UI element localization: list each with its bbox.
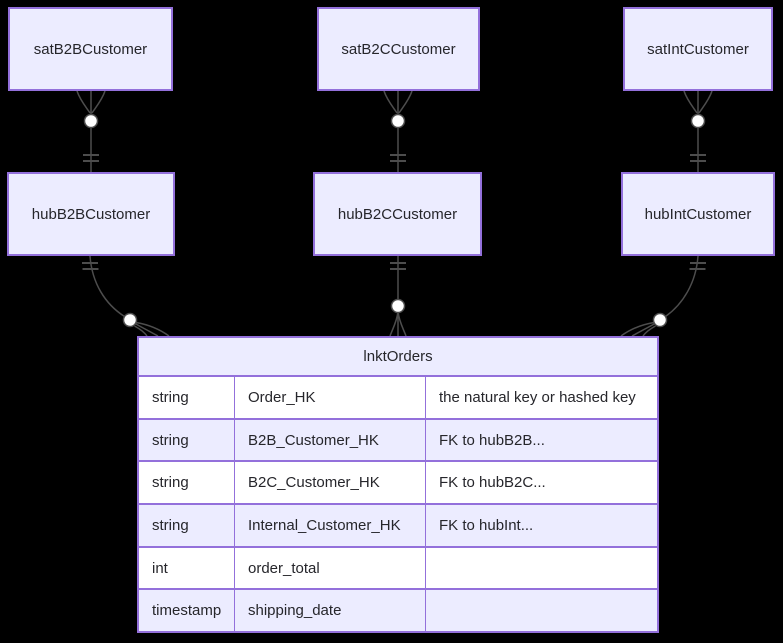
entity-label: hubIntCustomer: [644, 205, 752, 223]
cell-attribute-name: B2B_Customer_HK: [235, 419, 426, 461]
entity-title: lnktOrders: [363, 348, 433, 365]
cell-attribute-type: string: [139, 377, 235, 418]
table-row: timestamp shipping_date: [139, 590, 657, 632]
cell-attribute-type: timestamp: [139, 590, 235, 632]
cell-attribute-name: Internal_Customer_HK: [235, 505, 426, 546]
cell-attribute-comment: FK to hubInt...: [439, 516, 534, 534]
entity-label: hubB2CCustomer: [337, 205, 458, 223]
cell-attribute-name: Order_HK: [235, 377, 426, 418]
table-row: string Order_HK the natural key or hashe…: [139, 377, 657, 420]
entity-label: satB2BCustomer: [33, 40, 148, 58]
edge-hubB2C-satB2C: [383, 90, 413, 172]
entity-hubIntCustomer: hubIntCustomer: [621, 172, 775, 256]
edge-hubB2B-lnktOrders: [82, 255, 170, 337]
cell-attribute-type: string: [139, 419, 235, 461]
entity-satIntCustomer: satIntCustomer: [623, 7, 773, 91]
edge-hubInt-satInt: [683, 90, 713, 172]
entity-hubB2CCustomer: hubB2CCustomer: [313, 172, 482, 256]
table-row: string B2B_Customer_HK FK to hubB2B...: [139, 419, 657, 463]
table-row: int order_total: [139, 547, 657, 591]
cell-attribute-comment: FK to hubB2B...: [439, 431, 545, 449]
entity-lnktOrders: lnktOrders string Order_HK the natural k…: [137, 336, 659, 633]
cell-attribute-name: order_total: [235, 547, 426, 589]
entity-hubB2BCustomer: hubB2BCustomer: [7, 172, 175, 256]
cell-attribute-type: string: [139, 462, 235, 504]
entity-label: hubB2BCustomer: [31, 205, 151, 223]
cell-attribute-comment: [426, 548, 657, 589]
table-row: string B2C_Customer_HK FK to hubB2C...: [139, 462, 657, 506]
edge-hubB2B-satB2B: [76, 90, 106, 172]
entity-satB2CCustomer: satB2CCustomer: [317, 7, 480, 91]
cell-attribute-name: shipping_date: [235, 590, 426, 632]
cell-attribute-comment: FK to hubB2C...: [439, 474, 546, 492]
cell-attribute-comment: the natural key or hashed key: [439, 388, 636, 406]
cell-attribute-type: string: [139, 505, 235, 546]
entity-label: satIntCustomer: [647, 40, 749, 58]
edge-hubInt-lnktOrders: [620, 255, 706, 337]
cell-attribute-comment: [426, 590, 657, 631]
entity-title-bar: lnktOrders: [139, 338, 657, 377]
edge-hubB2C-lnktOrders: [389, 256, 407, 337]
entity-satB2BCustomer: satB2BCustomer: [8, 7, 173, 91]
table-row: string Internal_Customer_HK FK to hubInt…: [139, 505, 657, 548]
cell-attribute-type: int: [139, 547, 235, 589]
entity-label: satB2CCustomer: [341, 40, 456, 58]
cell-attribute-name: B2C_Customer_HK: [235, 462, 426, 504]
